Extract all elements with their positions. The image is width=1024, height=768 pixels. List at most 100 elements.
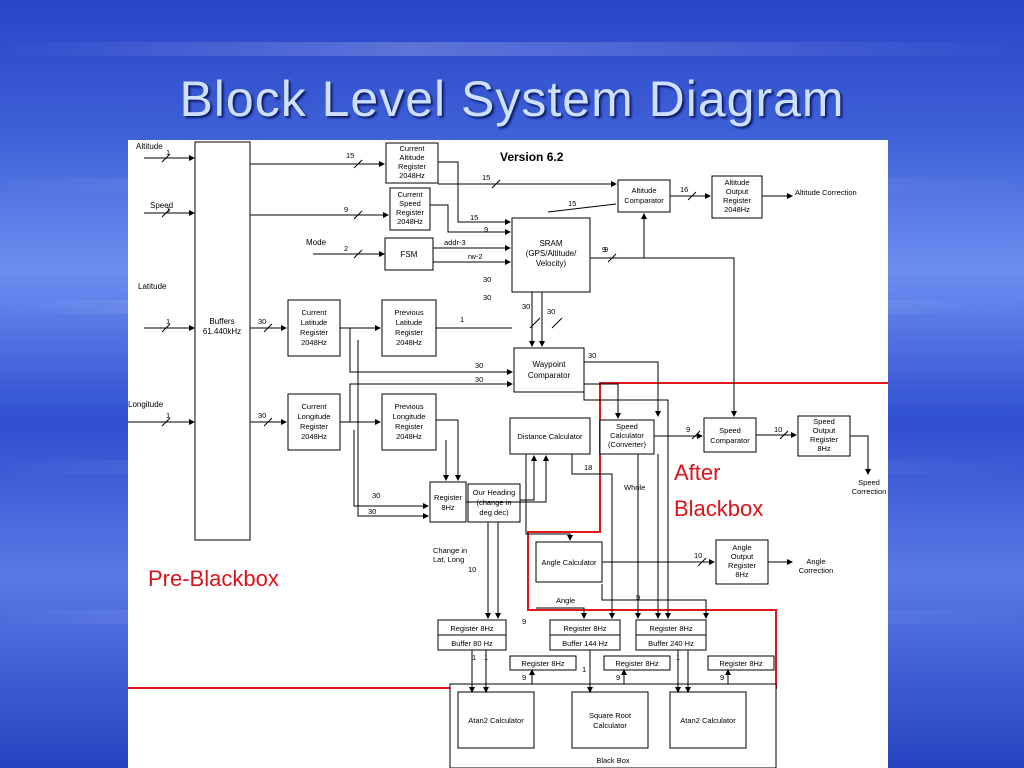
sram-l1: SRAM — [539, 239, 562, 248]
alt-out-l1: Altitude — [724, 178, 749, 187]
bw-0: 1 — [166, 148, 170, 157]
bw-23: 9 — [686, 425, 690, 434]
bw-1: 1 — [166, 205, 170, 214]
small-register-2 — [603, 655, 671, 671]
cur-lon-l3: Register — [300, 422, 328, 431]
angle-out-l2: Output — [731, 552, 754, 561]
cur-alt-l1: Current — [399, 144, 425, 153]
fsm-label: FSM — [401, 250, 418, 259]
bw-24: 10 — [774, 425, 782, 434]
angle-calc-label: Angle Calculator — [541, 558, 597, 567]
reg8-l2: 8Hz — [441, 503, 455, 512]
after-blackbox-l2: Blackbox — [674, 496, 763, 521]
bw-3: 1 — [166, 411, 170, 420]
bw-12: 9 — [604, 245, 608, 254]
angle-output-register — [715, 539, 769, 585]
reg8-l1: Register — [434, 493, 462, 502]
rb240-l1: Register 8Hz — [649, 624, 693, 633]
change-label-2: Lat, Long — [433, 555, 464, 564]
input-latitude: Latitude — [138, 282, 167, 291]
whole-label: Whole — [624, 483, 645, 492]
speed-calc-l2: Calculator — [610, 431, 644, 440]
sram-block — [511, 217, 591, 293]
prev-lon-l3: Register — [395, 422, 423, 431]
waypoint-l2: Comparator — [528, 371, 571, 380]
sqrt-l1: Square Root — [589, 711, 632, 720]
cur-alt-l4: 2048Hz — [399, 171, 425, 180]
cur-lat-l4: 2048Hz — [301, 338, 327, 347]
bw-29: 10 — [468, 565, 476, 574]
slide-title: Block Level System Diagram — [179, 71, 845, 127]
rb80-l1: Register 8Hz — [450, 624, 494, 633]
prev-lat-l2: Latitude — [396, 318, 423, 327]
bw-7: 15 — [482, 173, 490, 182]
prev-lat-l3: Register — [395, 328, 423, 337]
rb80-l2: Buffer 80 Hz — [451, 639, 493, 648]
prev-lon-l2: Longitude — [393, 412, 426, 421]
current-altitude-register — [385, 142, 439, 184]
bw-38: 9 — [616, 673, 620, 682]
speed-out-l1: Speed — [813, 417, 835, 426]
bw-34: 1 — [484, 653, 488, 662]
bw-26: 9 — [602, 245, 606, 254]
cur-lat-l1: Current — [301, 308, 327, 317]
previous-latitude-register — [381, 299, 437, 357]
register-8hz — [429, 481, 467, 523]
connection-lines — [250, 161, 871, 693]
pre-blackbox-label: Pre-Blackbox — [148, 566, 279, 591]
atan2-1-label: Atan2 Calculator — [468, 716, 524, 725]
version-label: Version 6.2 — [500, 150, 564, 164]
input-mode: Mode — [306, 238, 327, 247]
speed-comparator — [703, 417, 757, 453]
diagram-panel: Version 6.2 Altitude Speed Latitude Long… — [128, 140, 888, 768]
alt-comp-l1: Altitude — [631, 186, 656, 195]
bw-20: 30 — [475, 375, 483, 384]
bw-25: 18 — [584, 463, 592, 472]
altitude-comparator — [617, 179, 671, 213]
cur-speed-l3: Register — [396, 208, 424, 217]
bw-31: 9 — [522, 617, 526, 626]
sram-l2: (GPS/Altitude/ — [526, 249, 577, 258]
bw-2: 1 — [166, 317, 170, 326]
prev-lon-l4: 2048Hz — [396, 432, 422, 441]
bw-37: 9 — [522, 673, 526, 682]
bw-8: 9 — [484, 225, 488, 234]
speed-correction-l2: Correction — [852, 487, 887, 496]
current-latitude-register — [287, 299, 341, 357]
small-register-1 — [509, 655, 577, 671]
bw-19: 30 — [475, 361, 483, 370]
alt-out-l3: Register — [723, 196, 751, 205]
waypoint-l1: Waypoint — [532, 360, 566, 369]
bw-10: 16 — [680, 185, 688, 194]
atan2-2-label: Atan2 Calculator — [680, 716, 736, 725]
addr-label: addr-3 — [444, 238, 466, 247]
angle-out-l1: Angle — [732, 543, 751, 552]
bw-16: 1 — [460, 315, 464, 324]
bw-9: 15 — [568, 199, 576, 208]
distance-calculator — [509, 417, 591, 455]
our-heading-block — [467, 483, 521, 523]
small-reg-1-label: Register 8Hz — [521, 659, 565, 668]
cur-speed-l2: Speed — [399, 199, 421, 208]
cur-lon-l2: Longitude — [298, 412, 331, 421]
speed-output-register — [797, 415, 851, 457]
small-register-3 — [707, 655, 775, 671]
speed-calc-l1: Speed — [616, 422, 638, 431]
heading-l3: deg dec) — [479, 508, 509, 517]
bus-slashes — [161, 153, 789, 567]
current-speed-register — [389, 187, 431, 231]
speed-calculator — [599, 419, 655, 455]
cur-lat-l2: Latitude — [301, 318, 328, 327]
angle-out-l4: 8Hz — [735, 570, 749, 579]
bw-30: 10 — [694, 551, 702, 560]
bw-18: 30 — [547, 307, 555, 316]
buffers-label-2: 61.440kHz — [203, 327, 241, 336]
system-diagram: Version 6.2 Altitude Speed Latitude Long… — [128, 141, 888, 768]
speed-out-l3: Register — [810, 435, 838, 444]
distance-label: Distance Calculator — [517, 432, 583, 441]
heading-l1: Our Heading — [473, 488, 516, 497]
waypoint-comparator — [513, 347, 585, 393]
cur-lon-l4: 2048Hz — [301, 432, 327, 441]
bw-36: 1 — [676, 653, 680, 662]
cur-alt-l2: Altitude — [399, 153, 424, 162]
